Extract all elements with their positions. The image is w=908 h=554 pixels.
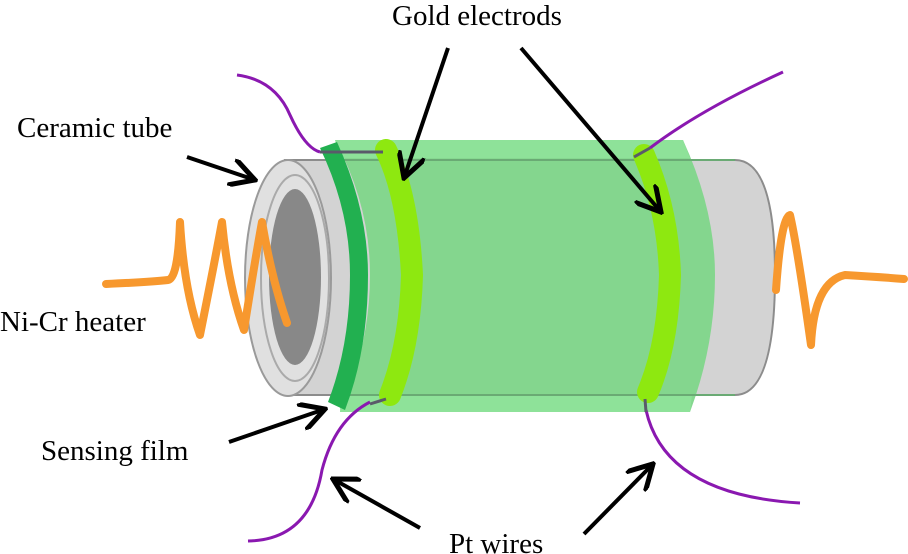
pt-wire-bottom-right	[644, 409, 801, 505]
pt-wires	[236, 70, 801, 543]
wire-joint-top-right	[633, 146, 651, 159]
wire-joint-bottom-left	[369, 397, 387, 406]
ceramic-tube-inner-ring	[260, 174, 330, 382]
label-pt-wires: Pt wires	[449, 528, 543, 554]
film-dark-band	[320, 142, 368, 410]
pt-wire-top-left	[236, 73, 321, 154]
sensing-film-bottom-edge	[340, 395, 692, 412]
arrow-gold-right	[519, 46, 661, 212]
heater-coil-left	[102, 218, 291, 339]
arrow-sensing-film	[228, 409, 325, 444]
arrow-gold-left	[404, 47, 450, 178]
tube-bore	[269, 189, 321, 365]
pt-wire-top-right	[649, 70, 784, 150]
label-heater: Ni-Cr heater	[0, 306, 146, 338]
wire-joint-bottom-right	[643, 398, 648, 413]
label-gold-electrodes: Gold electrods	[392, 0, 562, 32]
sensing-film	[335, 140, 715, 412]
arrow-pt-right	[582, 464, 653, 536]
arrow-ceramic-tube	[186, 155, 255, 180]
ni-cr-heater	[102, 211, 908, 349]
pt-wire-bottom-left	[247, 400, 371, 543]
arrow-pt-left	[333, 479, 421, 530]
annotation-arrows	[186, 46, 661, 536]
label-ceramic-tube: Ceramic tube	[17, 112, 172, 144]
label-sensing-film: Sensing film	[41, 435, 189, 467]
heater-coil-right	[772, 211, 908, 349]
